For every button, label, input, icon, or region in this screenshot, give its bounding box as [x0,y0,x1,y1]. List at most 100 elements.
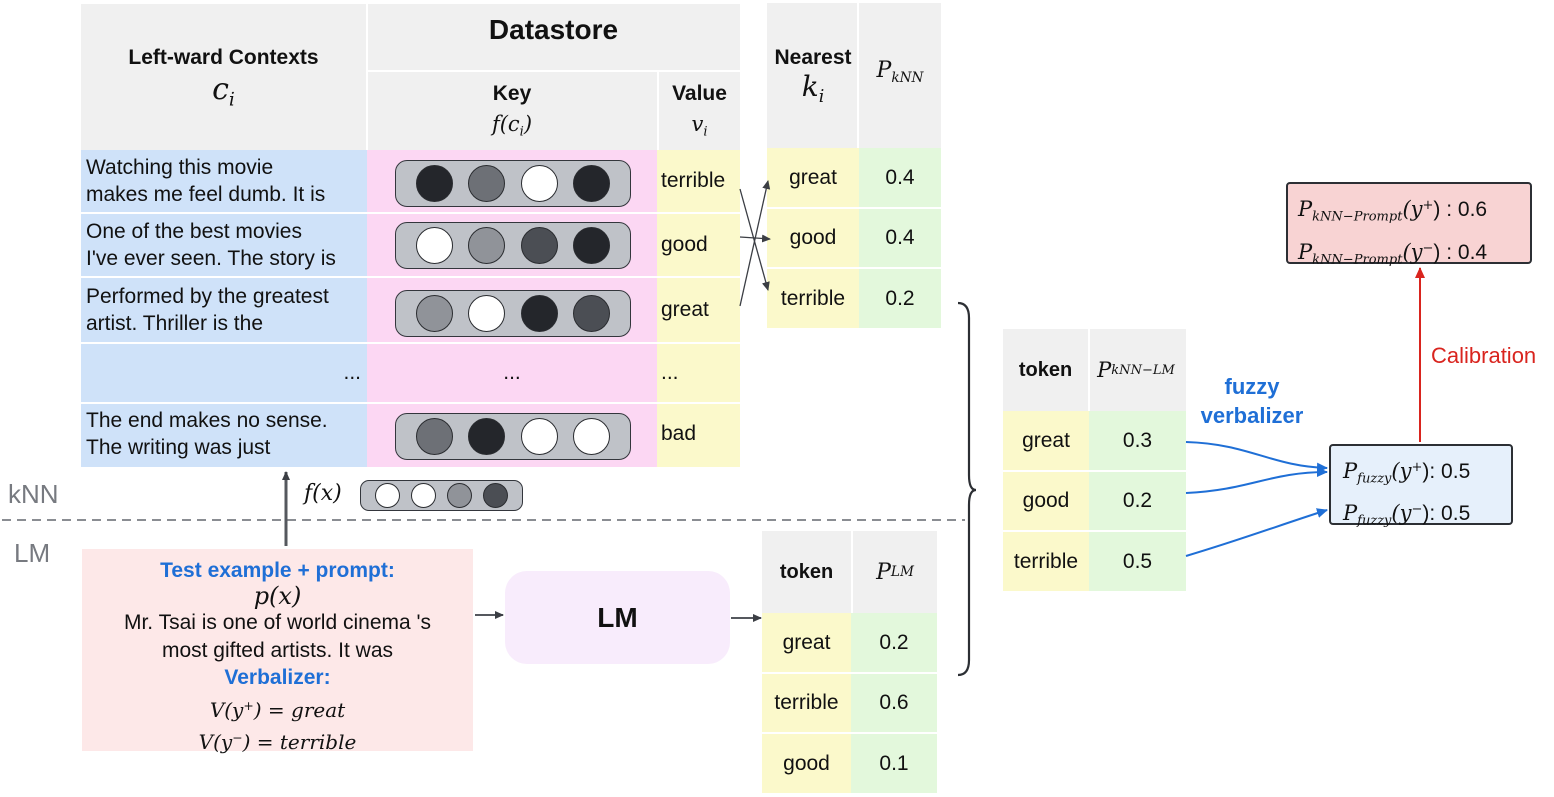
row-divider [81,342,740,344]
nearest-header [767,3,941,148]
value-cell: terrible [661,169,726,192]
value-header: Value vi [659,82,740,140]
calibration-label: Calibration [1431,343,1537,368]
lm-token: terrible [774,691,839,714]
key-vector [395,413,631,460]
contexts-column [81,150,367,467]
knn-prompt-result-box: PkNN−Prompt(y+) : 0.6 PkNN−Prompt(y−) : … [1286,182,1532,267]
key-symbol: f(ci) [491,112,533,140]
knnlm-token: great [1022,428,1070,452]
lm-token-column [762,613,851,793]
datastore-header-vline1 [366,4,368,150]
pknn-header: PkNN [876,58,924,86]
value-header-label: Value [672,82,727,105]
key-dot [520,227,558,264]
nearest-token-column [767,148,859,328]
value-symbol: vi [691,112,708,140]
row-divider [81,402,740,404]
values-column [657,150,740,467]
datastore-header-vline2 [657,72,659,150]
test-example-text-line1: Mr. Tsai is one of world cinema 's [123,611,432,634]
key-dot [573,227,611,264]
prompt-symbol: p(x) [253,582,302,610]
fuzzy-probability-box: Pfuzzy(y+): 0.5 Pfuzzy(y−): 0.5 [1329,444,1513,528]
key-header: Key f(ci) [367,82,657,140]
key-dot [468,295,506,332]
query-dot [374,483,400,508]
lm-box: LM [505,571,730,664]
fuzzy-negative: Pfuzzy(y−): 0.5 [1343,500,1471,529]
context-cell-ellipsis: ... [343,361,361,384]
result-negative: PkNN−Prompt(y−) : 0.4 [1298,239,1488,268]
lm-token: great [782,630,831,654]
lm-token: good [783,751,830,775]
key-vector [395,290,631,337]
key-vector [395,222,631,269]
interpolation-brace [957,301,977,677]
verbalizer-negative: V(y−) = terrible [198,729,357,754]
test-example-text-line2: most gifted artists. It was [161,639,394,662]
datastore-title: Datastore [488,14,619,45]
lm-prob: 0.6 [879,691,909,714]
nearest-token: terrible [780,286,846,310]
nearest-token: great [789,165,837,189]
value-cell: bad [661,422,697,445]
key-dot [415,295,453,332]
key-dot [573,295,611,332]
nearest-prob-column [859,148,941,328]
contexts-symbol: ci [212,72,235,111]
fuzzy-verbalizer-label: fuzzy verbalizer [1200,374,1304,428]
lm-prob-column [851,613,937,793]
retrieval-arrow [739,234,771,243]
key-dot [468,165,506,202]
query-dot [447,483,473,508]
nearest-row-divider [767,267,941,269]
lm-token-header: token [779,560,834,583]
nearest-col-label: Nearest [774,46,852,69]
datastore-header [81,4,740,150]
lm-section-label: LM [14,538,51,568]
key-dot [520,295,558,332]
knnlm-prob: 0.5 [1122,549,1153,573]
knnlm-token: good [1022,489,1070,512]
key-dot [573,418,611,455]
lm-table-header-vline [851,531,853,613]
lm-row-divider [762,672,937,674]
key-dot [520,165,558,202]
key-dot [415,165,453,202]
knnlm-table-header-vline [1088,329,1090,411]
nearest-prob: 0.4 [885,165,915,189]
knnlm-token-column [1003,411,1089,591]
lm-row-divider [762,732,937,734]
key-dot [415,418,453,455]
row-divider [81,212,740,214]
contexts-header-label: Left-ward Contexts [128,46,319,69]
key-vector [395,160,631,207]
key-cell-ellipsis: ... [503,361,521,384]
knnlm-prob: 0.3 [1122,428,1153,452]
query-label: f(x) [304,481,342,506]
key-dot [468,227,506,264]
nearest-symbol: ki [801,70,825,108]
context-cell: The end makes no sense.The writing was j… [86,409,328,459]
value-cell: ... [661,361,679,384]
lm-table-header [762,531,937,613]
contexts-header: Left-ward Contexts ci [81,46,366,111]
fuzzy-arrow [1185,508,1328,557]
value-cell: great [661,298,709,321]
query-dot [410,483,436,508]
fuzzy-positive: Pfuzzy(y+): 0.5 [1343,459,1471,487]
key-header-label: Key [492,82,532,105]
row-divider [81,276,740,278]
retrieval-arrow [739,188,770,291]
knn-section-label: kNN [8,479,59,509]
retrieval-arrow [739,180,771,307]
nearest-row-divider [767,207,941,209]
knnlm-row-divider [1003,470,1186,472]
knnlm-token: terrible [1013,549,1079,573]
knnlm-table-header [1003,329,1186,411]
